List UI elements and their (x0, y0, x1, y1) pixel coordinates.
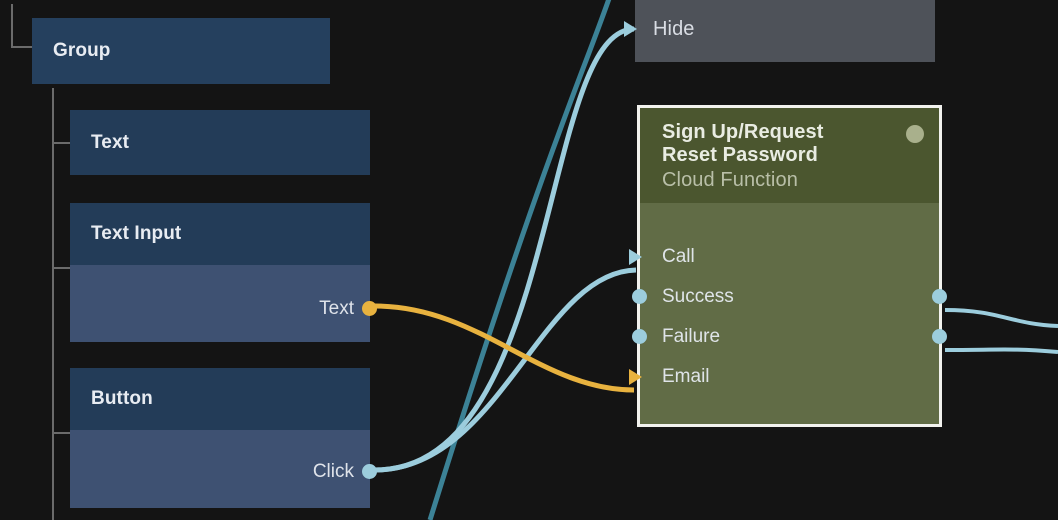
wire-output-success-right (944, 308, 1058, 328)
status-dot-icon (906, 125, 924, 143)
node-button-title: Button (91, 388, 153, 409)
port-row-text-output[interactable]: Text (70, 298, 370, 320)
node-group[interactable]: Group (32, 18, 330, 84)
wire-click-to-hide (374, 26, 635, 473)
port-label-text: Text (319, 298, 354, 319)
port-row-failure[interactable]: Failure (640, 326, 939, 348)
node-text-input-title: Text Input (91, 223, 182, 244)
port-label-success: Success (662, 286, 734, 308)
node-text-header[interactable]: Text (70, 110, 370, 175)
port-row-email[interactable]: Email (640, 366, 939, 388)
port-dot-output-2[interactable] (932, 329, 947, 345)
wire-text-to-email (374, 303, 635, 393)
node-button-header[interactable]: Button (70, 368, 370, 430)
port-arrow-hide-input[interactable] (624, 21, 637, 37)
port-label-call: Call (662, 246, 695, 268)
wire-click-to-call (374, 267, 637, 473)
node-hide-title: Hide (653, 17, 695, 40)
node-hide[interactable]: Hide (624, 0, 935, 62)
tree-line-root-elbow (11, 46, 33, 48)
port-row-click-output[interactable]: Click (70, 461, 370, 483)
node-cf-title-line2: Reset Password (662, 144, 818, 167)
port-dot-click-output[interactable] (362, 464, 377, 479)
node-button[interactable]: Button Click (70, 368, 377, 508)
port-dot-output-1[interactable] (932, 289, 947, 305)
node-cloud-function-header[interactable]: Sign Up/Request Reset Password Cloud Fun… (640, 108, 939, 204)
port-label-click: Click (312, 461, 354, 482)
node-text-input[interactable]: Text Input Text (70, 203, 377, 342)
tree-line-root-vertical (11, 4, 13, 48)
node-cloud-function-body: Call Success Failure Email (629, 203, 947, 395)
node-text-title: Text (91, 131, 130, 153)
port-dot-text-output[interactable] (362, 301, 377, 316)
node-button-body: Click (70, 430, 377, 508)
node-group-header[interactable]: Group (32, 18, 330, 84)
tree-line-elbow-text (52, 142, 70, 144)
port-label-failure: Failure (662, 326, 721, 348)
node-cloud-function[interactable]: Sign Up/Request Reset Password Cloud Fun… (629, 105, 947, 427)
wire-output-failure-right (944, 347, 1058, 354)
node-cf-title-line1: Sign Up/Request (662, 121, 824, 143)
tree-line-elbow-button (52, 432, 70, 434)
tree-line-children-vertical (52, 88, 54, 520)
wire-offscreen-passthrough (427, 0, 612, 520)
node-text[interactable]: Text (70, 110, 370, 175)
port-label-email: Email (662, 366, 710, 388)
node-text-input-header[interactable]: Text Input (70, 203, 370, 265)
port-arrow-email-input[interactable] (629, 369, 642, 386)
node-text-input-body: Text (70, 265, 377, 342)
port-row-success[interactable]: Success (640, 286, 939, 308)
tree-line-elbow-text-input (52, 267, 70, 269)
node-group-title: Group (53, 40, 111, 61)
node-cf-subtitle: Cloud Function (662, 169, 798, 192)
port-row-call[interactable]: Call (640, 246, 939, 268)
node-hide-header[interactable]: Hide (635, 0, 935, 58)
port-arrow-call-input[interactable] (629, 249, 642, 266)
